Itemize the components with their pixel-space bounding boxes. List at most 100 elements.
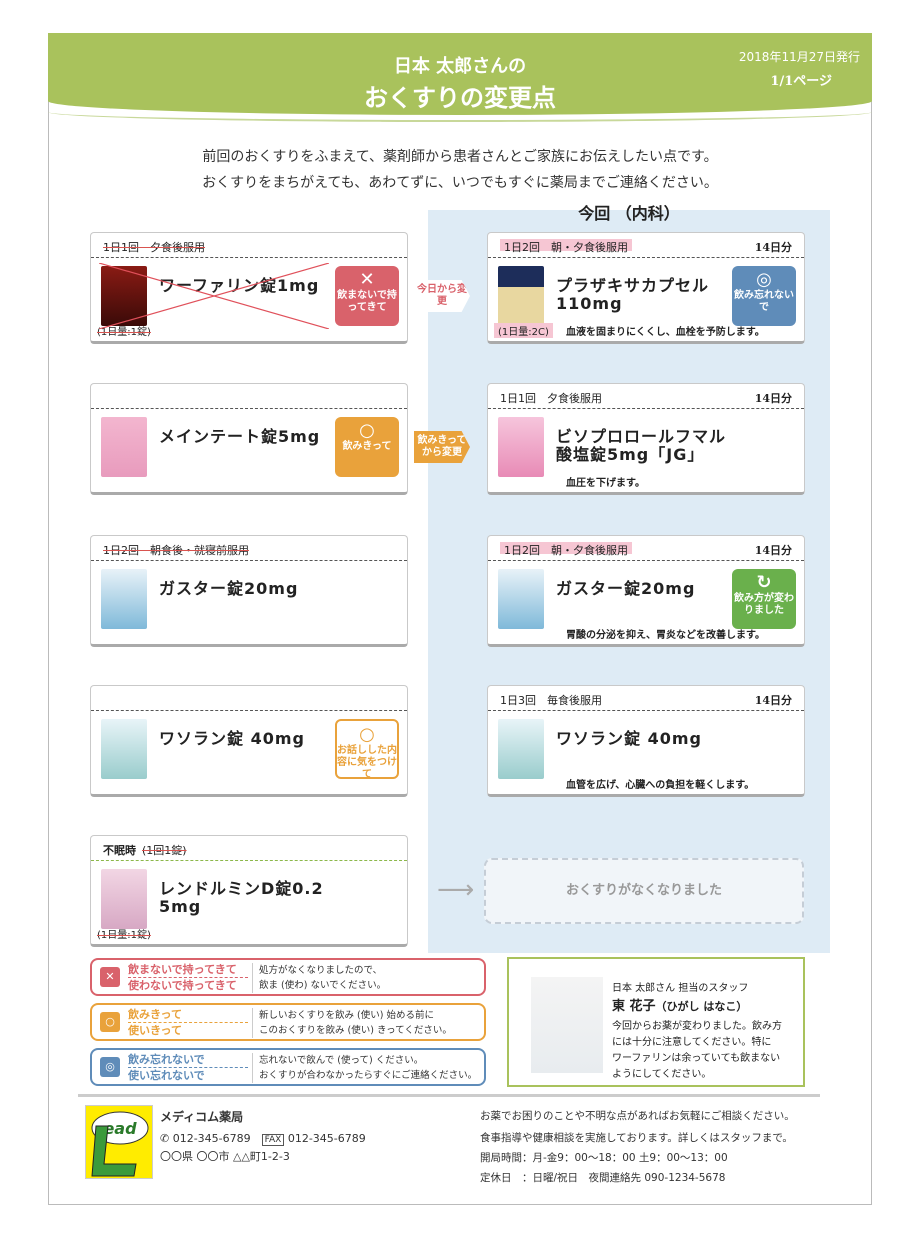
page-title: おくすりの変更点 [364,84,556,112]
circle-icon: ○ [359,420,375,441]
pharmacy-address: 〇〇県 〇〇市 △△町1-2-3 [160,1150,290,1163]
dosage-header: 1日1回 夕食後服用 14日分 [488,384,804,409]
circle-icon: ○ [359,724,375,745]
status-badge: ◎飲み忘れないで [732,266,796,326]
status-badge: ○飲みきって [335,417,399,477]
legend-description: 処方がなくなりましたので、飲ま (使わ) ないでください。 [252,963,386,993]
status-badge: ✕飲まないで持ってきて [335,266,399,326]
dosage-header [91,384,407,409]
change-arrow: 今日から変更 [414,280,470,312]
pharmacy-fax: 012-345-6789 [287,1132,366,1145]
staff-box: 日本 太郎さん 担当のスタッフ 東 花子（ひがし はなこ） 今回からお薬が変わり… [507,957,805,1087]
pharmacy-name: メディコム薬局 [160,1110,244,1124]
legend-labels: 飲みきって使いきって [128,1007,248,1038]
medicine-name: ワソラン錠 40mg [556,729,702,748]
medicine-image [101,719,147,779]
legend-label: 飲み忘れないで [128,1052,248,1068]
circle-icon: ○ [100,1012,120,1032]
previous-med-card: メインテート錠5mg ○飲みきって [90,383,408,495]
dosage-text: 1日3回 毎食後服用 [500,694,602,707]
pharmacy-holidays: 定休日 ：日曜/祝日 夜間連絡先 090-1234-5678 [480,1172,726,1184]
medicine-name: ワーファリン錠1mg [159,276,320,295]
dosage-text: 不眠時 [103,844,136,857]
days-supply: 14日分 [754,241,792,254]
header-divider [48,112,872,122]
dosage-text: 1日2回 朝食後・就寝前服用 [103,544,249,557]
medicine-name: プラザキサカプセル110mg [556,276,710,313]
discontinued-placeholder: おくすりがなくなりました [484,858,804,924]
medicine-name: メインテート錠5mg [159,427,321,446]
medicine-image [101,869,147,929]
badge-label: 飲み忘れないで [734,290,794,313]
legend-item: ◎飲み忘れないで使い忘れないで忘れないで飲んで (使って) ください。おくすりが… [90,1048,486,1086]
legend-label: 使いきって [128,1024,183,1037]
staff-message-4: ようにしてください。 [612,1069,712,1080]
dosage-header [91,686,407,711]
legend-item: ✕ 飲まないで持ってきて使わないで持ってきて処方がなくなりましたので、飲ま (使わ… [90,958,486,996]
dosage-header: 1日2回 朝・夕食後服用 14日分 [488,536,804,561]
change-arrow: 飲みきってから変更 [414,431,470,463]
staff-name: 東 花子 [612,999,656,1014]
previous-med-card: 1日2回 朝食後・就寝前服用ガスター錠20mg [90,535,408,647]
current-title: 今回 （内科） [578,204,680,223]
intro-line-1: 前回のおくすりをふまえて、薬剤師から患者さんとご家族にお伝えしたい点です。 [202,149,718,165]
header-band [48,33,872,115]
medicine-name: ガスター錠20mg [159,579,299,598]
fax-label: FAX [261,1134,285,1146]
legend-item: ○ 飲みきって使いきって新しいおくすりを飲み (使い) 始める前にこのおくすりを飲… [90,1003,486,1041]
legend-labels: 飲まないで持ってきて使わないで持ってきて [128,962,248,993]
medicine-image [498,266,544,326]
dosage-header: 1日1回 夕食後服用 [91,233,407,258]
redo-arrow-icon: ↻ [756,572,772,593]
medicine-image [101,417,147,477]
badge-label: 飲みきって [342,441,392,452]
medicine-name: ワソラン錠 40mg [159,729,305,748]
medicine-effect: 血圧を下げます。 [566,478,645,489]
dosage-text: 1日2回 朝・夕食後服用 [500,239,632,254]
staff-kana: （ひがし はなこ） [655,1000,748,1013]
dosage-text: 1日1回 夕食後服用 [500,392,602,405]
pharmacy-hours: 開局時間：月-金9：00〜18：00 土9：00〜13：00 [480,1152,728,1164]
x-icon: ✕ [359,269,375,290]
legend-desc-line: 飲ま (使わ) ないでください。 [259,980,387,991]
days-supply: 14日分 [754,694,792,707]
dosage-text: 1日2回 朝・夕食後服用 [500,542,632,557]
current-med-card: 1日1回 夕食後服用 14日分ビソプロロールフマル酸塩錠5mg「JG」血圧を下げま… [487,383,805,495]
staff-photo [531,977,603,1073]
x-icon: ✕ [100,967,120,987]
medicine-name: ビソプロロールフマル酸塩錠5mg「JG」 [556,427,727,464]
staff-message-3: ワーファリンは余っていても飲まない [612,1053,781,1064]
footer-divider [78,1094,820,1097]
pharmacy-info-1: お薬でお困りのことや不明な点があればお気軽にご相談ください。 [480,1110,795,1122]
medicine-image [498,569,544,629]
days-supply: 14日分 [754,392,792,405]
legend-desc-line: 処方がなくなりましたので、 [259,965,383,976]
dosage-header: 1日2回 朝・夕食後服用 14日分 [488,233,804,258]
page-number: 1/1ページ [770,74,832,89]
legend-label: 使い忘れないで [128,1069,205,1082]
legend-label: 飲まないで持ってきて [128,962,248,978]
days-supply: 14日分 [754,544,792,557]
staff-message-2: には十分に注意してください。特に [612,1037,772,1048]
patient-name: 日本 太郎さんの [393,56,527,77]
daily-dose: (1日量:2C) [494,323,553,338]
status-badge: ○お話しした内容に気をつけて [335,719,399,780]
legend-desc-line: 忘れないで飲んで (使って) ください。 [259,1055,424,1066]
pharmacy-info-2: 食事指導や健康相談を実施しております。詳しくはスタッフまで。 [480,1132,793,1144]
legend-labels: 飲み忘れないで使い忘れないで [128,1052,248,1083]
daily-dose: (1日量:1錠) [97,327,151,338]
intro-line-2: おくすりをまちがえても、あわてずに、いつでもすぐに薬局までご連絡ください。 [202,175,718,191]
staff-role: 日本 太郎さん 担当のスタッフ [612,983,749,994]
arrow-right-icon: ⟶ [437,875,475,905]
dosage-header: 1日2回 朝食後・就寝前服用 [91,536,407,561]
medicine-image [101,266,147,326]
medicine-image [498,417,544,477]
double-circle-icon: ◎ [100,1057,120,1077]
legend-desc-line: 新しいおくすりを飲み (使い) 始める前に [259,1010,434,1021]
previous-med-card: 1日1回 夕食後服用ワーファリン錠1mg ✕飲まないで持ってきて (1日量:1錠) [90,232,408,344]
dosage-header: 1日3回 毎食後服用 14日分 [488,686,804,711]
phone-icon: ✆ [160,1132,173,1145]
legend-desc-line: このおくすりを飲み (使い) きってください。 [259,1025,452,1036]
double-circle-icon: ◎ [756,269,772,290]
